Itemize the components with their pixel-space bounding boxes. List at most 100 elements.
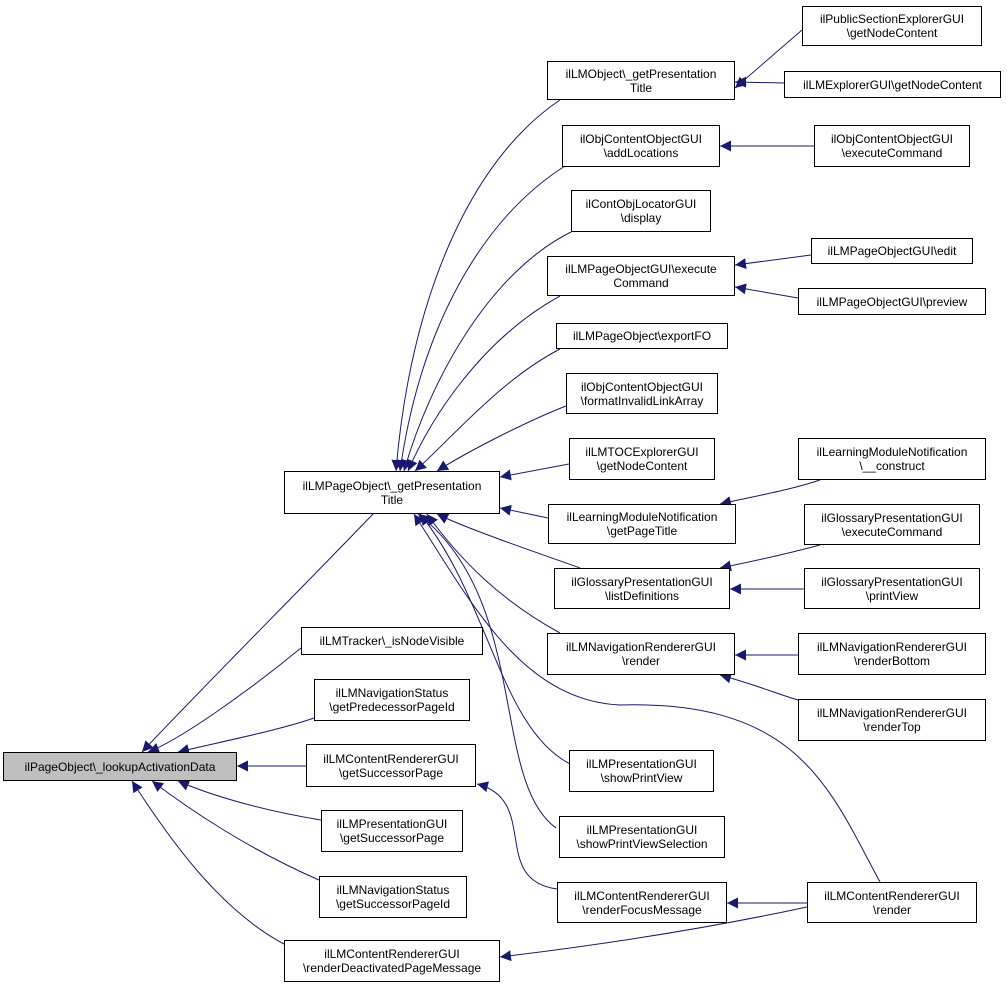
node-label-line-2: \render (872, 902, 912, 917)
node-learning-module-notification-construct[interactable]: ilLearningModuleNotification \__construc… (798, 438, 986, 480)
node-lm-object-get-presentation-title[interactable]: ilLMObject\_getPresentation Title (547, 61, 735, 100)
node-label-line-2: \getNodeContent (846, 26, 938, 40)
node-label-line-1: ilLMContentRendererGUI (824, 888, 960, 903)
node-label-line-1: ilLearningModuleNotification (566, 510, 718, 524)
node-label-line-2: \showPrintView (600, 771, 683, 785)
node-label-line-2: Title (380, 492, 404, 507)
node-label-line-1: ilLMContentRendererGUI (323, 751, 459, 766)
node-label-line-1: ilLMTracker\_isNodeVisible (319, 634, 465, 648)
node-lm-content-renderer-gui-render-focus-message[interactable]: ilLMContentRendererGUI \renderFocusMessa… (557, 882, 727, 923)
edge-n21-n1 (413, 513, 881, 883)
node-label-line-2: \renderTop (863, 720, 921, 734)
node-label-line-1: ilLMContentRendererGUI (324, 947, 460, 961)
node-label-line-1: ilLMTOCExplorerGUI (585, 445, 699, 459)
node-label-line-1: ilObjContentObjectGUI (580, 379, 704, 394)
node-label-line-2: \getSuccessorPageId (335, 897, 451, 911)
node-label-line-2: \render (621, 654, 661, 668)
node-label-line-2: \addLocations (603, 146, 679, 160)
node-glossary-presentation-gui-execute-command[interactable]: ilGlossaryPresentationGUI \executeComman… (804, 504, 980, 545)
node-label-line-1: ilGlossaryPresentationGUI (821, 510, 963, 525)
node-label-line-2: \getPageTitle (606, 524, 678, 538)
node-label-line-1: ilLMObject\_getPresentation (565, 66, 717, 81)
node-obj-content-object-gui-execute-command[interactable]: ilObjContentObjectGUI \executeCommand (814, 125, 970, 167)
node-cont-obj-locator-gui-display[interactable]: ilContObjLocatorGUI \display (571, 190, 711, 232)
node-label-line-2: Command (613, 276, 669, 290)
node-label-line-2: \getSuccessorPage (338, 765, 444, 780)
edge-n13-n1 (436, 405, 567, 472)
node-public-section-explorer-gui-get-node-content[interactable]: ilPublicSectionExplorerGUI \getNodeConte… (802, 6, 982, 46)
node-label-line-2: \getSuccessorPage (339, 831, 445, 845)
node-label-line-1: ilGlossaryPresentationGUI (821, 574, 963, 589)
edge-n3-n0 (177, 717, 315, 755)
node-label-line-2: \renderDeactivatedPageMessage (302, 961, 482, 975)
node-lm-explorer-gui-get-node-content[interactable]: ilLMExplorerGUI\getNodeContent (784, 71, 1001, 98)
node-lm-page-object-get-presentation-title[interactable]: ilLMPageObject\_getPresentation Title (284, 471, 500, 514)
node-label-line-1: ilObjContentObjectGUI (579, 132, 703, 146)
edge-n17-n1 (426, 513, 561, 634)
node-glossary-presentation-gui-print-view[interactable]: ilGlossaryPresentationGUI \printView (804, 568, 980, 609)
edge-n26-n11 (734, 283, 799, 299)
node-obj-content-object-gui-format-invalid-link-array[interactable]: ilObjContentObjectGUI \formatInvalidLink… (566, 373, 718, 414)
node-label-line-1: ilLMPageObjectGUI\execute (565, 262, 717, 276)
node-lm-toc-explorer-gui-get-node-content[interactable]: ilLMTOCExplorerGUI \getNodeContent (569, 438, 715, 480)
edge-n21-n7 (499, 906, 808, 962)
node-lm-page-object-gui-edit[interactable]: ilLMPageObjectGUI\edit (811, 238, 973, 264)
edge-n1-n0 (141, 513, 374, 753)
node-label-line-1: ilLMNavigationStatus (336, 883, 450, 897)
root-node-lookup-activation-data: ilPageObject\_lookupActivationData (3, 752, 237, 781)
node-label-line-1: ilLMNavigationRendererGUI (816, 706, 968, 720)
node-lm-presentation-gui-show-print-view-selection[interactable]: ilLMPresentationGUI \showPrintViewSelect… (559, 816, 725, 858)
node-lm-content-renderer-gui-get-successor-page[interactable]: ilLMContentRendererGUI \getSuccessorPage (306, 744, 476, 787)
node-learning-module-notification-get-page-title[interactable]: ilLearningModuleNotification \getPageTit… (548, 504, 736, 544)
node-label-line-1: ilObjContentObjectGUI (830, 132, 954, 146)
node-label-line-1: ilLMPageObjectGUI\edit (827, 244, 957, 258)
node-label-line-1: ilLMExplorerGUI\getNodeContent (803, 77, 982, 92)
node-lm-navigation-renderer-gui-render[interactable]: ilLMNavigationRendererGUI \render (547, 633, 735, 675)
node-label-line-1: ilLMNavigationRendererGUI (816, 640, 968, 654)
node-lm-tracker-is-node-visible[interactable]: ilLMTracker\_isNodeVisible (301, 627, 483, 655)
node-label-line-1: ilLMPresentationGUI (586, 823, 698, 837)
node-label-line-2: \printView (865, 588, 919, 603)
node-lm-page-object-gui-preview[interactable]: ilLMPageObjectGUI\preview (798, 288, 986, 315)
node-obj-content-object-gui-add-locations[interactable]: ilObjContentObjectGUI \addLocations (562, 125, 720, 167)
node-glossary-presentation-gui-list-definitions[interactable]: ilGlossaryPresentationGUI \listDefinitio… (554, 568, 730, 609)
node-label-line-1: ilLMPageObjectGUI\preview (816, 294, 968, 309)
node-lm-content-renderer-gui-render[interactable]: ilLMContentRendererGUI \render (807, 882, 977, 923)
edge-n6-n0 (151, 780, 320, 881)
node-label-line-2: \__construct (859, 459, 925, 473)
node-label-line-1: ilPageObject\_lookupActivationData (24, 759, 216, 774)
node-label-line-1: ilLMNavigationRendererGUI (565, 640, 717, 654)
node-lm-navigation-status-get-successor-page-id[interactable]: ilLMNavigationStatus \getSuccessorPageId (319, 876, 467, 918)
node-label-line-1: ilPublicSectionExplorerGUI (819, 12, 965, 26)
edge-n5-n0 (177, 780, 322, 821)
node-lm-presentation-gui-get-successor-page[interactable]: ilLMPresentationGUI \getSuccessorPage (321, 810, 463, 852)
edge-n25-n11 (734, 254, 812, 270)
node-label-line-2: \display (620, 211, 662, 225)
edge-n7-n0 (131, 780, 285, 945)
edge-n31-n17 (719, 672, 799, 701)
edge-n18-n1 (419, 513, 573, 766)
node-lm-page-object-gui-execute-command[interactable]: ilLMPageObjectGUI\execute Command (547, 256, 735, 296)
node-lm-navigation-status-get-predecessor-page-id[interactable]: ilLMNavigationStatus \getPredecessorPage… (314, 679, 470, 721)
edge-n10-n1 (401, 229, 576, 472)
node-label-line-1: ilLMPresentationGUI (586, 757, 697, 771)
edge-n16-n1 (436, 513, 581, 569)
edge-n2-n0 (147, 647, 302, 754)
node-label-line-2: \executeCommand (841, 146, 943, 160)
edge-n27-n15 (719, 479, 821, 507)
node-label-line-1: ilContObjLocatorGUI (585, 197, 697, 211)
node-label-line-2: \executeCommand (841, 524, 943, 539)
node-lm-presentation-gui-show-print-view[interactable]: ilLMPresentationGUI \showPrintView (569, 750, 714, 792)
edge-n20-n4 (476, 781, 558, 890)
node-label-line-1: ilLearningModuleNotification (816, 445, 968, 459)
node-label-line-1: ilLMContentRendererGUI (574, 888, 710, 903)
node-label-line-1: ilLMNavigationStatus (335, 686, 449, 700)
node-lm-navigation-renderer-gui-render-bottom[interactable]: ilLMNavigationRendererGUI \renderBottom (798, 633, 986, 675)
node-label-line-2: \showPrintViewSelection (576, 837, 708, 851)
node-lm-page-object-export-fo[interactable]: ilLMPageObject\exportFO (556, 323, 728, 349)
node-lm-content-renderer-gui-render-deactivated-page-message[interactable]: ilLMContentRendererGUI \renderDeactivate… (284, 940, 500, 982)
edge-n19-n1 (417, 513, 557, 829)
node-lm-navigation-renderer-gui-render-top[interactable]: ilLMNavigationRendererGUI \renderTop (798, 699, 986, 741)
node-label-line-2: \formatInvalidLinkArray (580, 393, 704, 408)
